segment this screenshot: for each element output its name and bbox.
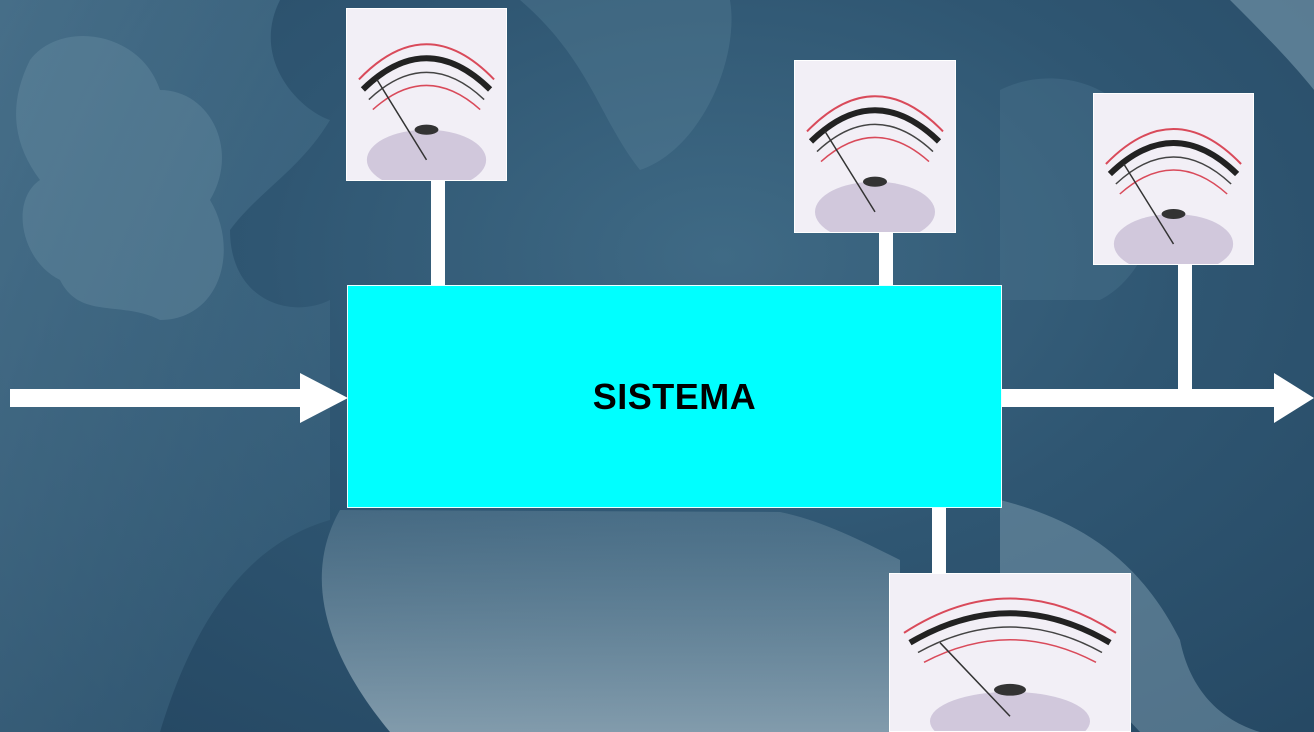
analog-meter-icon	[890, 574, 1130, 731]
meter-connector-top-left	[431, 180, 445, 286]
system-block: SISTEMA	[347, 285, 1002, 508]
meter-top-right	[1093, 93, 1254, 265]
meter-bottom	[889, 573, 1131, 732]
analog-meter-icon	[1094, 94, 1253, 264]
output-arrow-line	[1002, 389, 1280, 407]
meter-connector-top-middle	[879, 233, 893, 286]
input-arrow-line	[10, 389, 305, 407]
meter-connector-top-right	[1178, 265, 1192, 391]
input-arrowhead	[300, 373, 348, 423]
analog-meter-icon	[795, 61, 955, 232]
analog-meter-icon	[347, 9, 506, 180]
system-label: SISTEMA	[592, 375, 757, 417]
meter-top-middle	[794, 60, 956, 233]
output-arrowhead	[1274, 373, 1314, 423]
meter-top-left	[346, 8, 507, 181]
meter-connector-bottom	[932, 507, 946, 574]
